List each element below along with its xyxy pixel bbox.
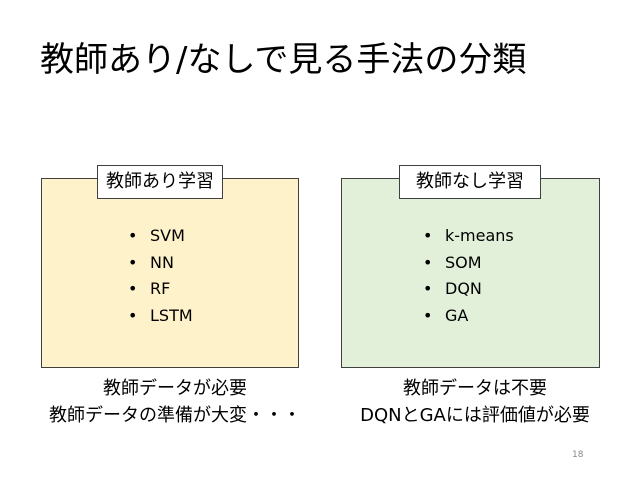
list-item: GA <box>423 303 514 330</box>
supervised-label: 教師あり学習 <box>97 165 223 199</box>
unsupervised-method-list: k-means SOM DQN GA <box>423 223 514 329</box>
unsupervised-note-line: DQNとGAには評価値が必要 <box>360 405 590 426</box>
unsupervised-note: 教師データは不要 DQNとGAには評価値が必要 <box>330 375 620 429</box>
supervised-note-line: 教師データの準備が大変・・・ <box>49 405 301 426</box>
supervised-note-line: 教師データが必要 <box>103 378 247 399</box>
unsupervised-label: 教師なし学習 <box>399 165 541 199</box>
list-item: DQN <box>423 276 514 303</box>
list-item: NN <box>128 250 193 277</box>
list-item: SOM <box>423 250 514 277</box>
slide-title: 教師あり/なしで見る手法の分類 <box>40 40 527 80</box>
list-item: RF <box>128 276 193 303</box>
page-number: 18 <box>572 450 584 460</box>
list-item: SVM <box>128 223 193 250</box>
supervised-note: 教師データが必要 教師データの準備が大変・・・ <box>30 375 320 429</box>
list-item: LSTM <box>128 303 193 330</box>
supervised-method-list: SVM NN RF LSTM <box>128 223 193 329</box>
unsupervised-note-line: 教師データは不要 <box>403 378 547 399</box>
list-item: k-means <box>423 223 514 250</box>
